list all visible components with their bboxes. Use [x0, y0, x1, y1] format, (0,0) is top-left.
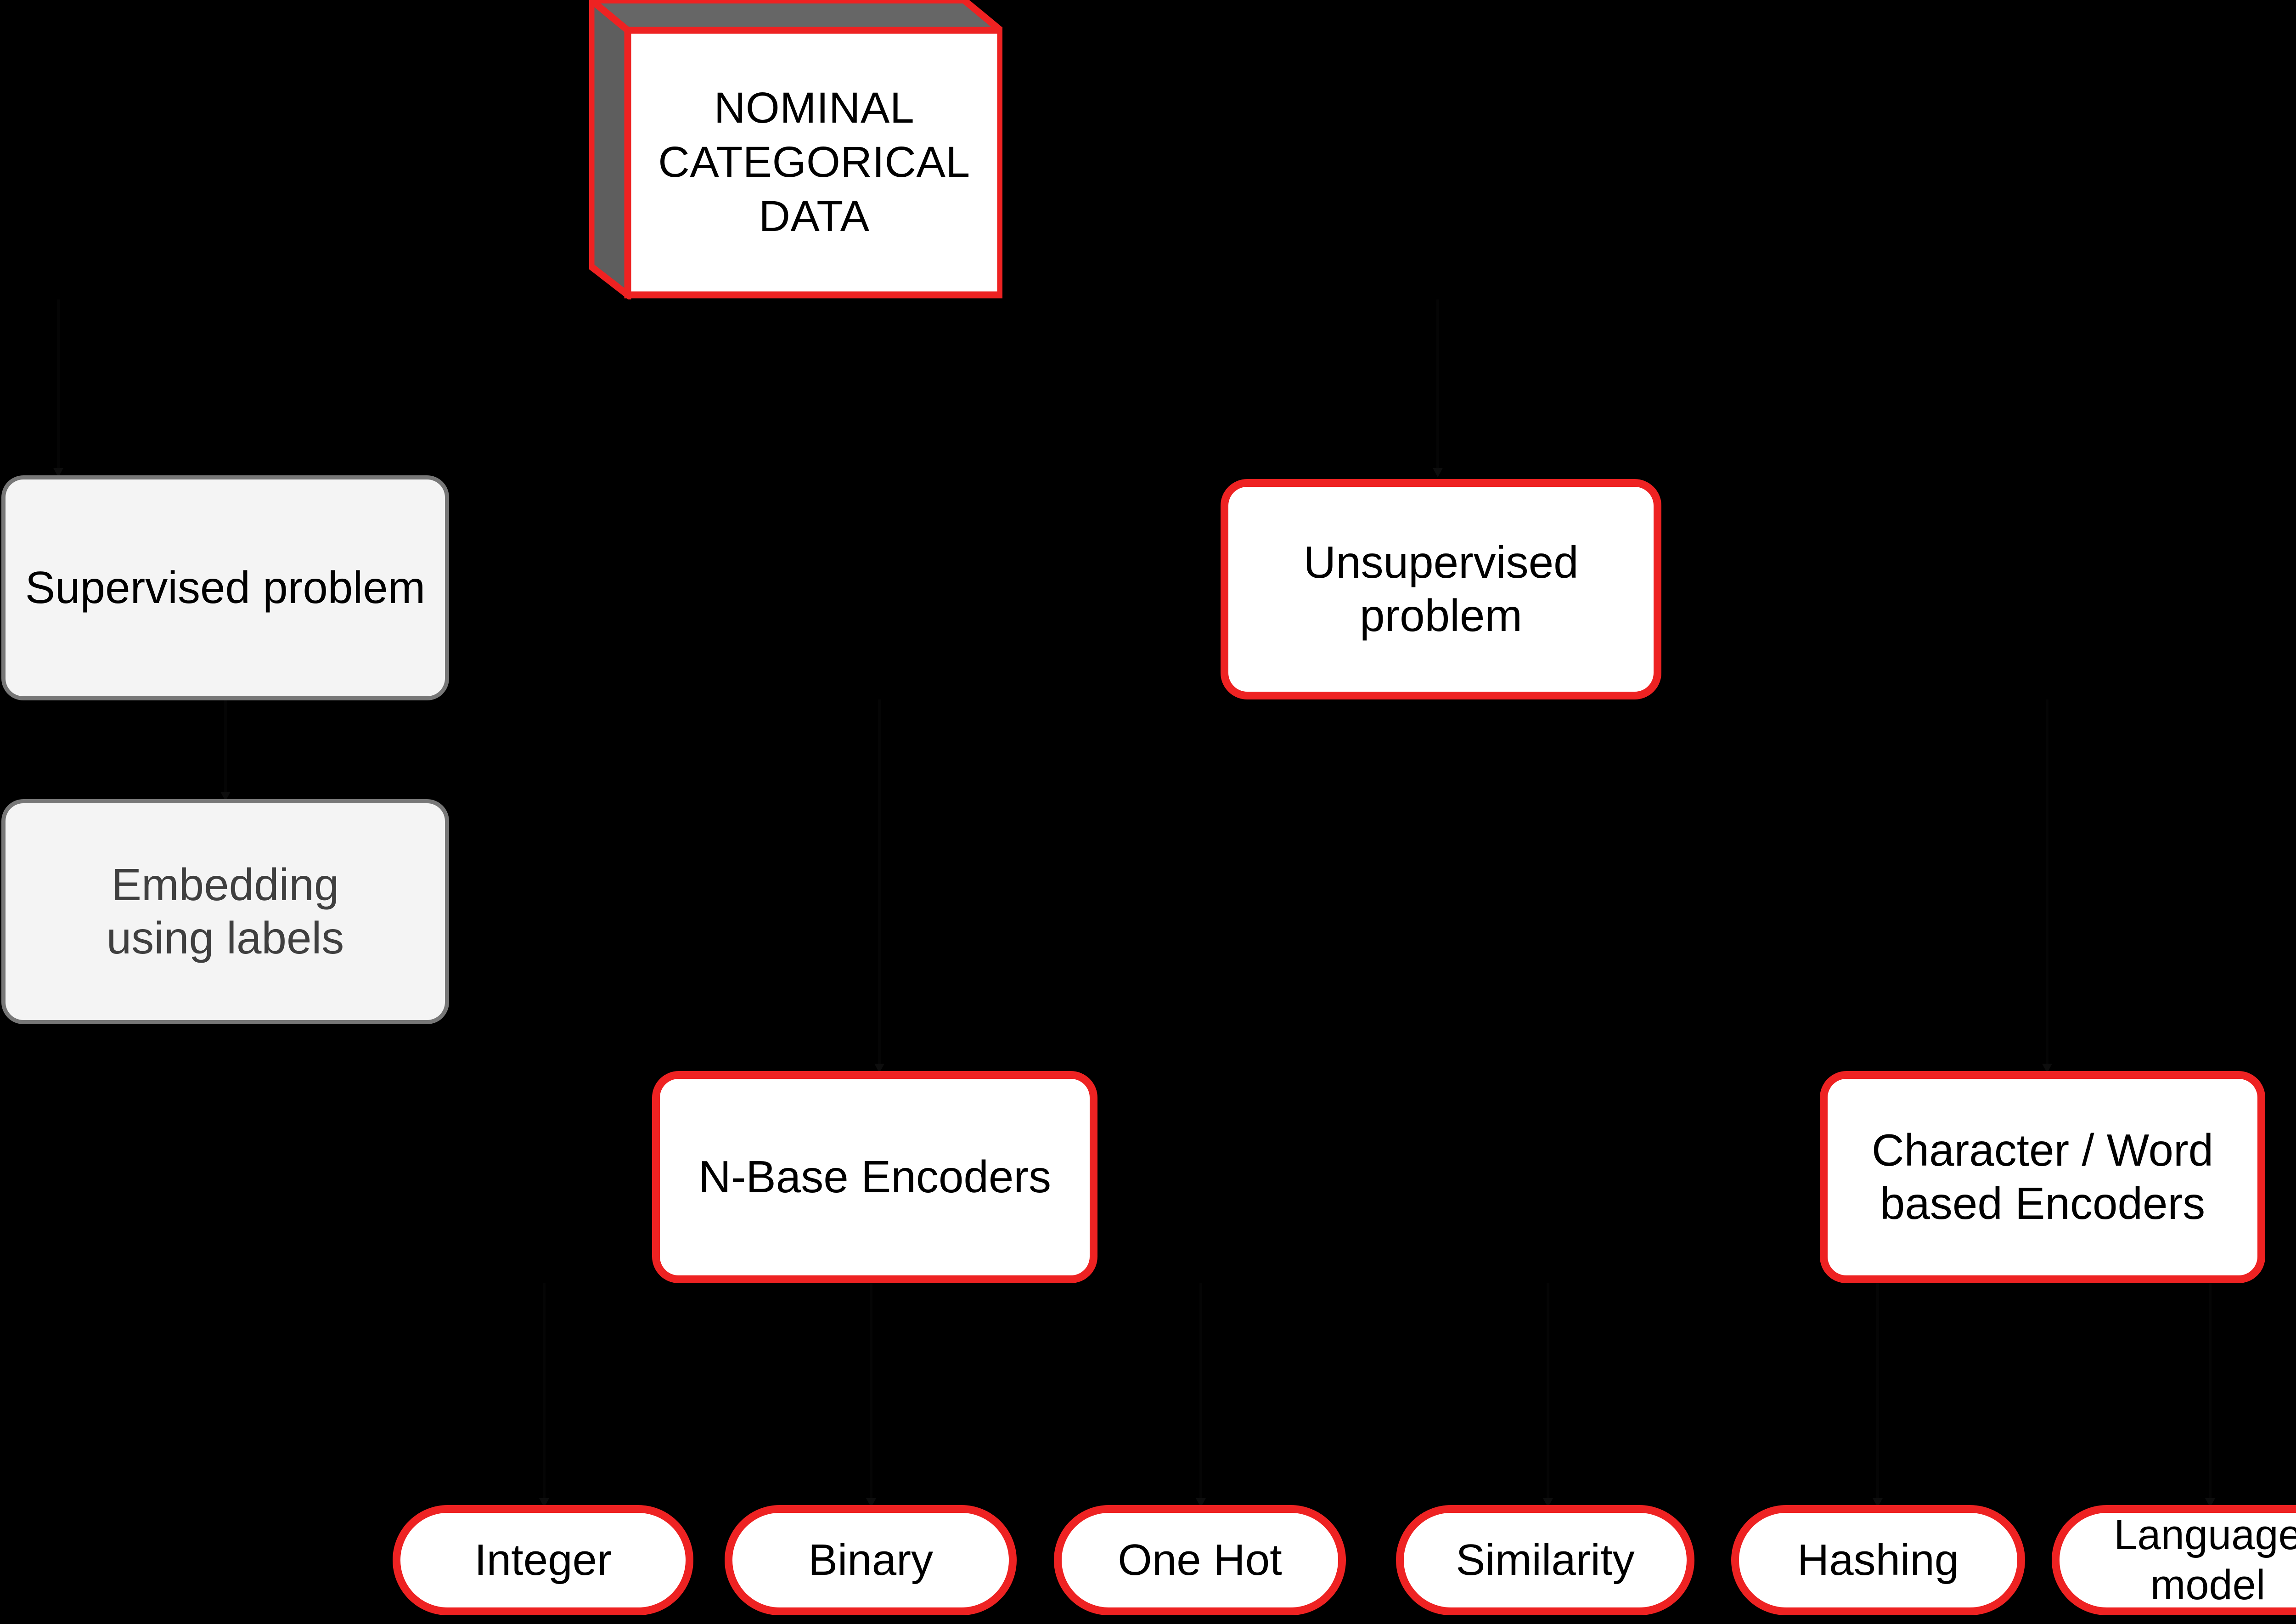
node-nominal-categorical-data-label: NOMINAL CATEGORICAL DATA — [658, 84, 970, 241]
edge-nbase-to-binary — [870, 1283, 872, 1505]
node-supervised-problem[interactable]: Supervised problem — [1, 475, 449, 700]
node-leaf-integer-label: Integer — [474, 1535, 612, 1585]
arrowhead-embedding — [220, 792, 231, 801]
node-leaf-one-hot[interactable]: One Hot — [1054, 1505, 1346, 1615]
node-embedding-using-labels[interactable]: Embedding using labels — [1, 799, 449, 1024]
node-leaf-language-model[interactable]: Language model — [2052, 1505, 2296, 1615]
edge-nbase-to-leaves — [543, 1283, 546, 1505]
edge-supervised-to-embedding — [224, 700, 227, 799]
node-supervised-problem-label: Supervised problem — [25, 562, 426, 613]
node-leaf-hashing[interactable]: Hashing — [1731, 1505, 2025, 1615]
cube-shape-icon — [589, 0, 1002, 299]
node-leaf-one-hot-label: One Hot — [1118, 1535, 1282, 1585]
edge-charword-to-hashing — [1876, 1283, 1879, 1505]
node-character-word-based-encoders[interactable]: Character / Word based Encoders — [1820, 1071, 2265, 1283]
node-nominal-categorical-data[interactable]: NOMINAL CATEGORICAL DATA — [589, 0, 1002, 299]
node-leaf-hashing-label: Hashing — [1797, 1535, 1959, 1585]
edge-nbase-to-onehot — [1199, 1283, 1202, 1505]
node-leaf-integer[interactable]: Integer — [393, 1505, 693, 1615]
node-embedding-using-labels-label: Embedding using labels — [106, 859, 344, 963]
arrowhead-charword — [2042, 1064, 2052, 1073]
arrowhead-unsupervised — [1433, 468, 1443, 477]
edge-charword-to-langmodel — [2209, 1283, 2212, 1505]
node-leaf-similarity[interactable]: Similarity — [1396, 1505, 1694, 1615]
arrowhead-supervised — [53, 468, 63, 477]
node-leaf-binary-label: Binary — [808, 1535, 934, 1585]
node-leaf-binary[interactable]: Binary — [725, 1505, 1017, 1615]
edge-root-to-unsupervised — [1436, 299, 1439, 475]
edge-root-to-supervised — [57, 299, 60, 475]
node-n-base-encoders-label: N-Base Encoders — [698, 1151, 1052, 1202]
arrowhead-nbase — [874, 1064, 884, 1073]
node-leaf-language-model-label: Language model — [2114, 1511, 2296, 1608]
node-n-base-encoders[interactable]: N-Base Encoders — [652, 1071, 1097, 1283]
node-unsupervised-problem[interactable]: Unsupervised problem — [1221, 479, 1661, 699]
edge-unsupervised-to-nbase — [878, 699, 881, 1071]
node-unsupervised-problem-label: Unsupervised problem — [1303, 537, 1579, 641]
node-character-word-based-encoders-label: Character / Word based Encoders — [1871, 1125, 2214, 1229]
edge-unsupervised-to-charword — [2046, 699, 2048, 1071]
node-leaf-similarity-label: Similarity — [1456, 1535, 1635, 1585]
edge-charword-to-similarity — [1547, 1283, 1549, 1505]
